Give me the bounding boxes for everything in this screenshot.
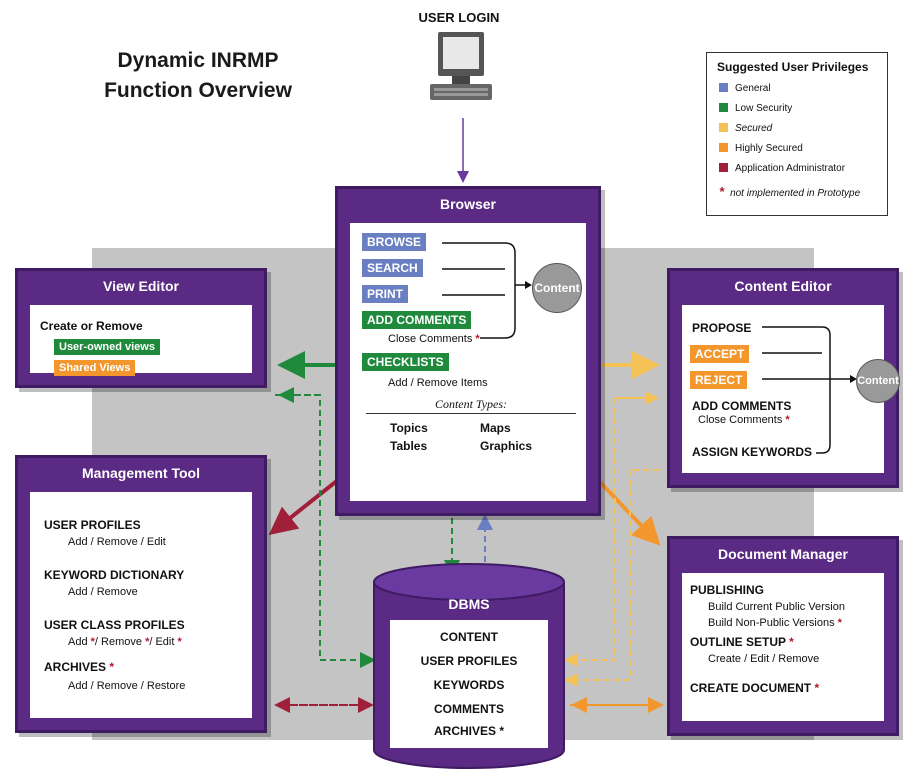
build-public-label: Build Current Public Version xyxy=(708,601,845,613)
assign-keywords-label: ASSIGN KEYWORDS xyxy=(692,445,813,459)
browse-button[interactable]: BROWSE xyxy=(362,233,426,251)
user-profiles-label: USER PROFILES xyxy=(44,518,141,532)
legend-item-secured: Secured xyxy=(719,123,772,134)
type-tables: Tables xyxy=(390,439,428,453)
legend: Suggested User Privileges General Low Se… xyxy=(706,52,888,216)
divider xyxy=(366,413,576,414)
type-topics: Topics xyxy=(390,421,428,435)
user-class-profiles-sub: Add */ Remove */ Edit * xyxy=(68,636,182,648)
view-editor-panel: View Editor Create or Remove User-owned … xyxy=(15,268,267,388)
content-types-label: Content Types: xyxy=(434,397,508,411)
type-graphics: Graphics xyxy=(480,439,533,453)
document-manager-title: Document Manager xyxy=(718,546,848,562)
user-class-profiles-label: USER CLASS PROFILES xyxy=(44,618,185,632)
swatch-general xyxy=(719,83,728,92)
dbms-archives: ARCHIVES * xyxy=(433,724,504,738)
keyword-dictionary-label: KEYWORD DICTIONARY xyxy=(44,568,185,582)
content-circle: Content xyxy=(532,263,582,313)
ce-connectors xyxy=(762,326,857,454)
computer-icon xyxy=(430,32,492,100)
type-maps: Maps xyxy=(480,421,511,435)
view-editor-title: View Editor xyxy=(103,278,179,294)
management-tool-body: USER PROFILES Add / Remove / Edit KEYWOR… xyxy=(30,492,252,718)
ce-close-comments-label: Close Comments * xyxy=(698,414,790,426)
shared-views-button[interactable]: Shared Views xyxy=(54,360,136,376)
ce-content-circle: Content xyxy=(856,359,900,403)
dbms-comments: COMMENTS xyxy=(434,702,504,716)
asterisk-icon: * xyxy=(789,635,794,649)
dbms-body: CONTENT USER PROFILES KEYWORDS COMMENTS … xyxy=(390,620,548,748)
print-button[interactable]: PRINT xyxy=(362,285,408,303)
dbms-content: CONTENT xyxy=(440,630,498,644)
dbms-title: DBMS xyxy=(448,596,490,612)
add-remove-items-label: Add / Remove Items xyxy=(388,377,488,389)
archives-label: ARCHIVES * xyxy=(44,660,115,674)
management-tool-panel: Management Tool USER PROFILES Add / Remo… xyxy=(15,455,267,733)
content-editor-body: PROPOSE ACCEPT REJECT ADD COMMENTS Close… xyxy=(682,305,900,473)
browser-body: BROWSE SEARCH PRINT ADD COMMENTS Close C… xyxy=(350,223,586,501)
swatch-secured xyxy=(719,123,728,132)
build-nonpublic-label: Build Non-Public Versions * xyxy=(708,617,842,629)
propose-label: PROPOSE xyxy=(692,321,752,335)
swatch-highly-secured xyxy=(719,143,728,152)
asterisk-icon: * xyxy=(109,660,115,674)
outline-setup-label: OUTLINE SETUP * xyxy=(690,635,794,649)
accept-button[interactable]: ACCEPT xyxy=(690,345,750,363)
document-manager-body: PUBLISHING Build Current Public Version … xyxy=(682,573,884,721)
dbms-keywords: KEYWORDS xyxy=(433,678,505,692)
publishing-label: PUBLISHING xyxy=(690,583,765,597)
keyword-dictionary-sub: Add / Remove xyxy=(68,586,138,598)
asterisk-icon: * xyxy=(475,333,480,345)
asterisk-icon: * xyxy=(90,636,95,648)
create-remove-label: Create or Remove xyxy=(40,319,143,333)
management-tool-title: Management Tool xyxy=(82,465,200,481)
browser-panel: Browser BROWSE SEARCH PRINT ADD COMMENTS… xyxy=(335,186,601,516)
legend-item-app-admin: Application Administrator xyxy=(719,163,845,174)
content-editor-panel: Content Editor PROPOSE ACCEPT REJECT ADD… xyxy=(667,268,900,488)
diagram-title: Dynamic INRMP Function Overview xyxy=(88,46,308,106)
archives-sub: Add / Remove / Restore xyxy=(68,680,186,692)
legend-item-highly-secured: Highly Secured xyxy=(719,143,803,154)
title-line-2: Function Overview xyxy=(104,79,292,102)
legend-note: *not implemented in Prototype xyxy=(719,184,861,199)
user-login-label: USER LOGIN xyxy=(418,10,500,25)
search-button[interactable]: SEARCH xyxy=(362,259,423,277)
asterisk-icon: * xyxy=(814,681,820,695)
user-owned-views-button[interactable]: User-owned views xyxy=(54,339,160,355)
view-editor-body: Create or Remove User-owned views Shared… xyxy=(30,305,252,376)
title-line-1: Dynamic INRMP xyxy=(117,49,279,72)
asterisk-icon: * xyxy=(177,636,182,648)
legend-item-general: General xyxy=(719,83,771,94)
add-comments-button[interactable]: ADD COMMENTS xyxy=(362,311,472,329)
create-document-label: CREATE DOCUMENT * xyxy=(690,681,820,695)
ce-add-comments-label: ADD COMMENTS xyxy=(692,399,792,413)
swatch-app-admin xyxy=(719,163,728,172)
content-connectors xyxy=(442,242,532,339)
swatch-low-security xyxy=(719,103,728,112)
document-manager-panel: Document Manager PUBLISHING Build Curren… xyxy=(667,536,899,736)
asterisk-icon: * xyxy=(837,617,842,629)
asterisk-icon: * xyxy=(785,414,790,426)
asterisk-icon: * xyxy=(145,636,150,648)
reject-button[interactable]: REJECT xyxy=(690,371,748,389)
checklists-button[interactable]: CHECKLISTS xyxy=(362,353,449,371)
legend-item-low-security: Low Security xyxy=(719,103,792,114)
asterisk-icon: * xyxy=(719,184,725,199)
outline-setup-sub: Create / Edit / Remove xyxy=(708,653,820,665)
close-comments-label: Close Comments * xyxy=(388,333,480,345)
dbms-user-profiles: USER PROFILES xyxy=(420,654,518,668)
browser-title: Browser xyxy=(439,196,497,212)
legend-title: Suggested User Privileges xyxy=(717,60,869,74)
content-editor-title: Content Editor xyxy=(734,278,832,294)
user-profiles-sub: Add / Remove / Edit xyxy=(68,536,166,548)
